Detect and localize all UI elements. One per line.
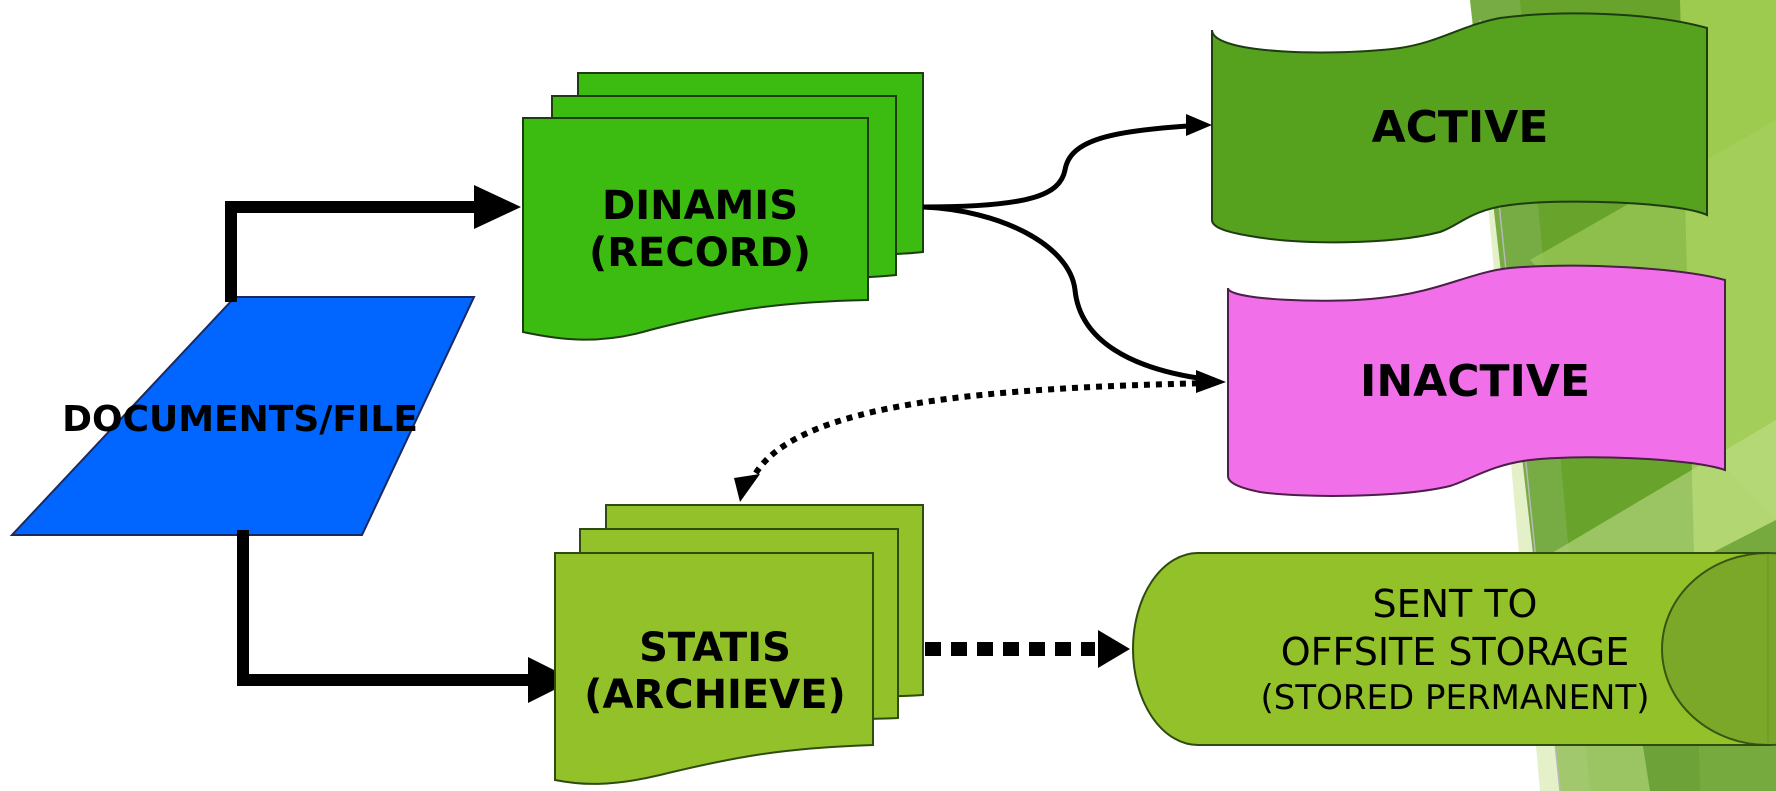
documents-to-statis-arrowhead: [528, 657, 574, 703]
dinamis-to-inactive-arrowhead: [1196, 370, 1226, 393]
storage-label: SENT TO OFFSITE STORAGE (STORED PERMANEN…: [1230, 565, 1680, 735]
storage-shape: [1132, 552, 1769, 746]
active-label: ACTIVE: [1371, 102, 1549, 154]
storage-label-line1: SENT TO: [1372, 581, 1538, 626]
documents-shape: [9, 296, 476, 536]
inactive-to-statis-connector: [749, 380, 1211, 482]
documents-label: DOCUMENTS/FILE: [62, 398, 418, 440]
inactive-label: INACTIVE: [1359, 356, 1591, 408]
documents-to-dinamis-connector: [225, 201, 476, 302]
dinamis-to-inactive-connector: [922, 204, 1213, 383]
documents-to-statis-connector: [237, 530, 535, 686]
inactive-to-statis-arrowhead: [734, 474, 760, 502]
storage-label-line3: (STORED PERMANENT): [1260, 677, 1650, 718]
dinamis-label-line1: DINAMIS: [601, 182, 798, 229]
dinamis-to-active-arrowhead: [1186, 114, 1212, 136]
dinamis-to-active-connector: [922, 120, 1207, 210]
active-shape: [1211, 12, 1708, 244]
documents-to-dinamis-arrowhead: [474, 185, 521, 229]
storage-end-cap: [1661, 552, 1776, 746]
dinamis-shape: [522, 72, 924, 341]
dinamis-label-line2: (RECORD): [588, 230, 812, 276]
statis-label: STATIS (ARCHIEVE): [570, 612, 860, 732]
inactive-shape: [1227, 264, 1726, 497]
statis-label-line2: (ARCHIEVE): [584, 672, 846, 718]
statis-shape: [554, 504, 924, 785]
statis-label-line1: STATIS: [639, 624, 791, 671]
statis-to-storage-arrowhead: [1098, 630, 1130, 668]
storage-label-line2: OFFSITE STORAGE: [1280, 630, 1630, 675]
dinamis-label: DINAMIS (RECORD): [555, 170, 845, 290]
